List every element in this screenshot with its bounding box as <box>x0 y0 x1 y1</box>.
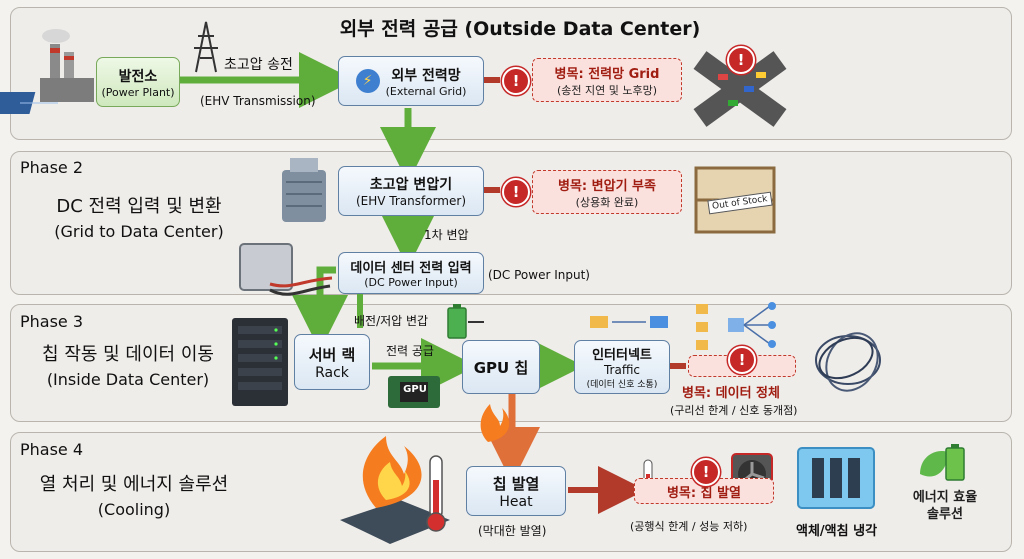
gpu-chip-icon <box>388 376 440 408</box>
interconnect-label-ko: 인터터넥트 <box>592 348 652 363</box>
burning-chip-icon <box>340 436 450 544</box>
thermometer-icon <box>426 455 446 532</box>
gpu-chip-text: GPU <box>403 384 427 395</box>
bottleneck-heat-sub: (공행식 한계 / 성능 저하) <box>630 520 748 533</box>
transmission-tower-icon <box>194 21 218 73</box>
network-nodes-icon <box>590 302 776 350</box>
globe-icon: ⚡ <box>355 69 380 93</box>
bottleneck-data-title: 병목: 데이터 정체 <box>682 386 780 401</box>
transmission-label-en: (EHV Transmission) <box>200 94 316 108</box>
bottleneck-transformer-title: 병목: 변압기 부족 <box>558 178 656 194</box>
bottleneck-heat-title: 병목: 칩 발열 <box>666 485 742 501</box>
alert-icon: ! <box>502 178 530 206</box>
transformer-label-en: (EHV Transformer) <box>356 194 466 208</box>
bottleneck-grid: 병목: 전력망 Grid (송전 지연 및 노후망) <box>532 58 682 102</box>
bottleneck-transformer-sub: (상용화 완료) <box>575 195 639 209</box>
rack-label-en: Rack <box>315 364 349 381</box>
bottleneck-transformer: 병목: 변압기 부족 (상용화 완료) <box>532 170 682 214</box>
transformer-icon <box>282 158 326 222</box>
alert-icon: ! <box>727 46 755 74</box>
tangled-cables-icon <box>815 332 881 392</box>
interconnect-label-sub: (데이터 신호 소통) <box>586 380 658 390</box>
phase2-panel <box>10 151 1012 295</box>
heat-label-ko: 칩 발열 <box>492 474 540 493</box>
bottleneck-grid-title: 병목: 전력망 Grid <box>554 66 660 82</box>
power-plant-label-en: (Power Plant) <box>101 85 175 99</box>
gpu-box: GPU 칩 <box>462 340 540 394</box>
alert-icon: ! <box>728 346 756 374</box>
bottleneck-data-sub: (구리선 한계 / 신호 동개점) <box>670 404 798 417</box>
gpu-label: GPU 칩 <box>473 358 529 377</box>
dc-input-label-ko: 데이터 센터 전력 입력 <box>350 261 472 276</box>
transmission-label-ko: 초고압 송전 <box>224 57 293 73</box>
distribution-label: 배전/저압 변갑 <box>354 314 429 328</box>
transformer-box: 초고압 변압기 (EHV Transformer) <box>338 166 484 216</box>
dc-input-label-en: (DC Power Input) <box>364 276 458 289</box>
rack-label-ko: 서버 랙 <box>308 345 356 364</box>
external-grid-label-en: (External Grid) <box>385 84 467 98</box>
bottleneck-grid-sub: (송전 지연 및 노후망) <box>556 83 658 97</box>
dc-input-box: 데이터 센터 전력 입력 (DC Power Input) <box>338 252 484 294</box>
liquid-cooling-icon <box>797 447 875 509</box>
phase1-title: 외부 전력 공급 (Outside Data Center) <box>339 18 701 40</box>
heat-label-en: Heat <box>499 493 533 510</box>
phase4-title-ko: 열 처리 및 에너지 솔루션 <box>39 474 229 495</box>
leaf-battery-icon <box>920 444 965 481</box>
power-plant-icon <box>0 29 94 114</box>
power-plant-label-ko: 발전소 <box>118 68 158 85</box>
heat-label-sub: (막대한 발열) <box>478 524 547 538</box>
dc-input-side-label: (DC Power Input) <box>488 268 590 282</box>
battery-icon <box>447 304 484 339</box>
phase3-label: Phase 3 <box>20 312 84 331</box>
interconnect-label-en: Traffic <box>603 363 641 377</box>
phase4-title-en: (Cooling) <box>97 500 171 519</box>
efficiency-label: 에너지 효율 솔루션 <box>912 490 978 522</box>
phase2-title-ko: DC 전력 입력 및 변환 <box>56 196 222 217</box>
power-supply-label: 전력 공급 <box>386 344 434 358</box>
dc-input-box-icon <box>239 243 333 296</box>
phase2-label: Phase 2 <box>20 158 84 177</box>
traffic-jam-icon <box>693 51 787 127</box>
heat-box: 칩 발열 Heat <box>466 466 566 516</box>
phase3-title-en: (Inside Data Center) <box>46 370 210 389</box>
liquid-cooling-label: 액체/액침 냉각 <box>796 524 878 539</box>
server-rack-icon <box>232 318 288 406</box>
external-grid-label-ko: 외부 전력망 <box>391 67 461 84</box>
phase3-title-ko: 칩 작동 및 데이터 이동 <box>42 344 214 365</box>
rack-box: 서버 랙 Rack <box>294 334 370 390</box>
alert-icon: ! <box>502 67 530 95</box>
flame-small-icon <box>480 404 510 442</box>
phase2-title-en: (Grid to Data Center) <box>54 222 224 241</box>
power-plant-box: 발전소 (Power Plant) <box>96 57 180 107</box>
transformer-label-ko: 초고압 변압기 <box>369 177 453 193</box>
alert-icon: ! <box>692 458 720 486</box>
first-step-label: 1차 변압 <box>424 228 469 242</box>
phase4-label: Phase 4 <box>20 440 84 459</box>
interconnect-box: 인터터넥트 Traffic (데이터 신호 소통) <box>574 340 670 394</box>
arrow-dcinput-to-rack <box>292 266 348 351</box>
external-grid-box: ⚡ 외부 전력망 (External Grid) <box>338 56 484 106</box>
